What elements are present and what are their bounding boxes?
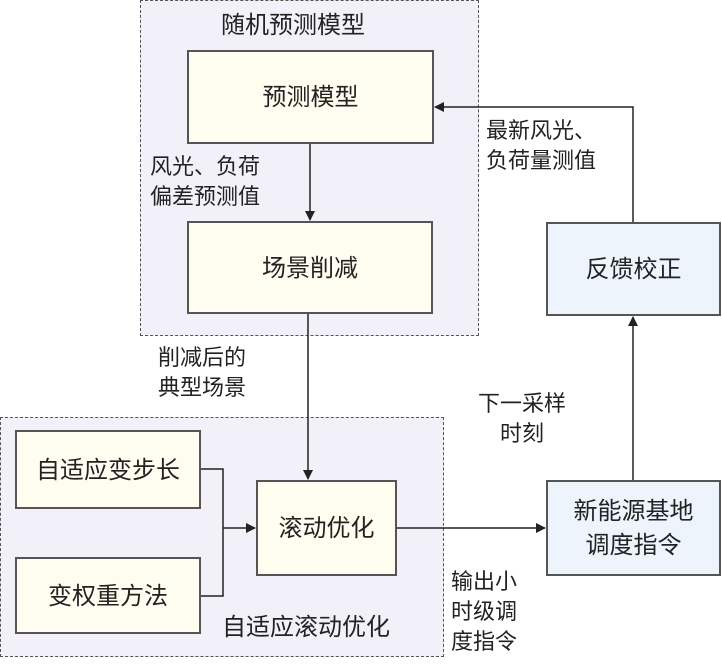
box-variable-weight[interactable]: 变权重方法 xyxy=(15,557,201,634)
edge-label-output-command: 输出小 时级调 度指令 xyxy=(451,570,518,655)
box-label: 自适应变步长 xyxy=(36,455,180,484)
box-label: 预测模型 xyxy=(262,83,359,111)
edge-label-deviation: 风光、负荷 偏差预测值 xyxy=(150,155,261,210)
group-title-optimization: 自适应滚动优化 xyxy=(222,613,390,641)
box-prediction-model[interactable]: 预测模型 xyxy=(187,50,434,144)
box-label: 滚动优化 xyxy=(278,514,375,542)
box-label-line1: 新能源基地 xyxy=(573,497,694,525)
group-title-prediction: 随机预测模型 xyxy=(221,11,365,39)
box-label: 变权重方法 xyxy=(48,581,168,610)
box-rolling-optimization[interactable]: 滚动优化 xyxy=(256,480,397,576)
edge-label-typical-scenario: 削减后的 典型场景 xyxy=(158,346,247,401)
box-scenario-reduction[interactable]: 场景削减 xyxy=(187,221,433,314)
box-label: 反馈校正 xyxy=(585,255,682,283)
edge-label-next-sample: 下一采样 时刻 xyxy=(478,392,567,447)
box-feedback-correction[interactable]: 反馈校正 xyxy=(546,222,721,316)
edge-label-latest-measurement: 最新风光、 负荷量测值 xyxy=(486,119,597,174)
box-label-line2: 调度指令 xyxy=(585,531,682,559)
box-label: 场景削减 xyxy=(262,253,358,282)
box-dispatch-command[interactable]: 新能源基地 调度指令 xyxy=(546,480,721,576)
box-adaptive-step[interactable]: 自适应变步长 xyxy=(15,430,201,509)
